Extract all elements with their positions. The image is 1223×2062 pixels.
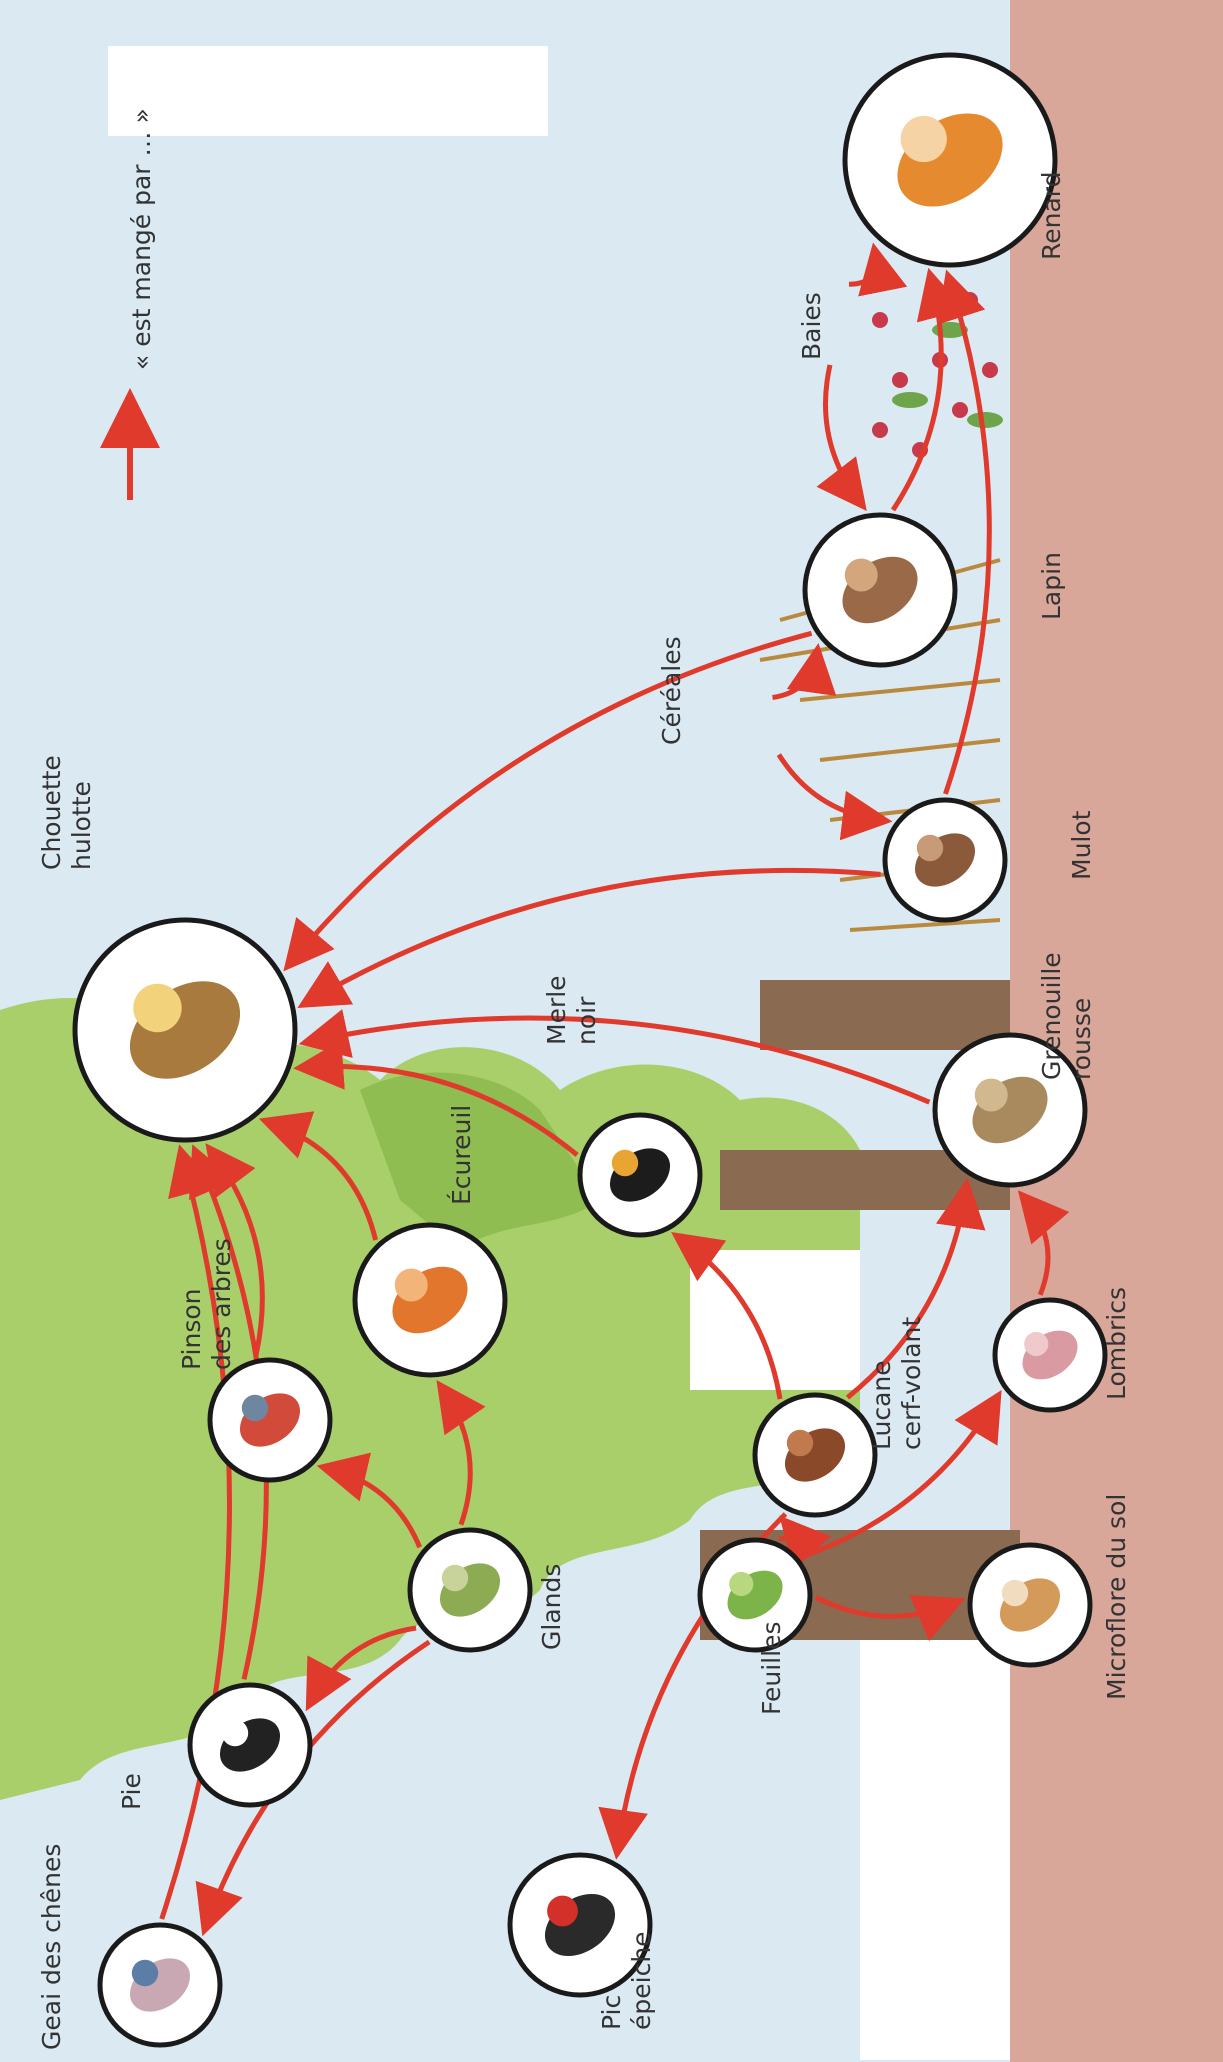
node-feuilles xyxy=(700,1540,810,1650)
label-lapin: Lapin xyxy=(1037,552,1066,620)
label-glands-line-1: Glands xyxy=(537,1564,566,1650)
node-chouette xyxy=(75,920,295,1140)
label-baies-line-1: Baies xyxy=(797,292,826,360)
clearing xyxy=(860,1640,1010,2060)
legend-text: « est mangé par … » xyxy=(127,108,156,370)
label-pinson-line-1: Pinson xyxy=(177,1289,206,1370)
node-microflore xyxy=(970,1545,1090,1665)
node-pie xyxy=(190,1685,310,1805)
label-microflore-line-1: Microflore du sol xyxy=(1102,1494,1131,1700)
label-pic-line-1: Pic xyxy=(597,1995,626,2030)
label-baies: Baies xyxy=(797,292,826,360)
node-lombrics xyxy=(995,1300,1105,1410)
label-renard-line-1: Renard xyxy=(1037,171,1066,260)
label-feuilles-line-1: Feuilles xyxy=(757,1622,786,1715)
label-lombrics: Lombrics xyxy=(1102,1287,1131,1400)
node-renard xyxy=(845,55,1055,265)
label-pie: Pie xyxy=(117,1773,146,1810)
label-ecureuil-line-1: Écureuil xyxy=(447,1105,476,1205)
label-feuilles: Feuilles xyxy=(757,1622,786,1715)
node-lapin xyxy=(805,515,955,665)
label-pie-line-1: Pie xyxy=(117,1773,146,1810)
node-geai xyxy=(100,1925,220,2045)
label-grenouille-line-1: Grenouille xyxy=(1037,952,1066,1080)
tree-trunk-3 xyxy=(760,980,1010,1050)
legend-box xyxy=(108,46,548,136)
label-grenouille-line-2: rousse xyxy=(1067,998,1096,1080)
node-cereales xyxy=(718,708,762,752)
label-glands: Glands xyxy=(537,1564,566,1650)
label-pinson-line-2: des arbres xyxy=(207,1238,236,1370)
label-mulot-line-1: Mulot xyxy=(1067,810,1096,880)
node-pinson xyxy=(210,1360,330,1480)
label-chouette-line-1: Chouette xyxy=(37,755,66,870)
label-renard: Renard xyxy=(1037,171,1066,260)
node-merle xyxy=(580,1115,700,1235)
label-mulot: Mulot xyxy=(1067,810,1096,880)
node-mulot xyxy=(885,800,1005,920)
label-geai-line-1: Geai des chênes xyxy=(37,1844,66,2050)
node-ecureuil xyxy=(355,1225,505,1375)
label-merle-line-2: noir xyxy=(572,996,601,1045)
node-lucane xyxy=(755,1395,875,1515)
label-microflore: Microflore du sol xyxy=(1102,1494,1131,1700)
label-lombrics-line-1: Lombrics xyxy=(1102,1287,1131,1400)
label-pic-line-2: épeiche xyxy=(627,1931,656,2030)
label-cereales-line-1: Céréales xyxy=(657,636,686,745)
label-lapin-line-1: Lapin xyxy=(1037,552,1066,620)
label-ecureuil: Écureuil xyxy=(447,1105,476,1205)
label-cereales: Céréales xyxy=(657,636,686,745)
label-lucane-line-1: Lucane xyxy=(867,1360,896,1450)
label-geai: Geai des chênes xyxy=(37,1844,66,2050)
label-merle-line-1: Merle xyxy=(542,975,571,1045)
node-glands xyxy=(410,1530,530,1650)
label-chouette-line-2: hulotte xyxy=(67,781,96,870)
label-lucane-line-2: cerf-volant xyxy=(897,1317,926,1450)
